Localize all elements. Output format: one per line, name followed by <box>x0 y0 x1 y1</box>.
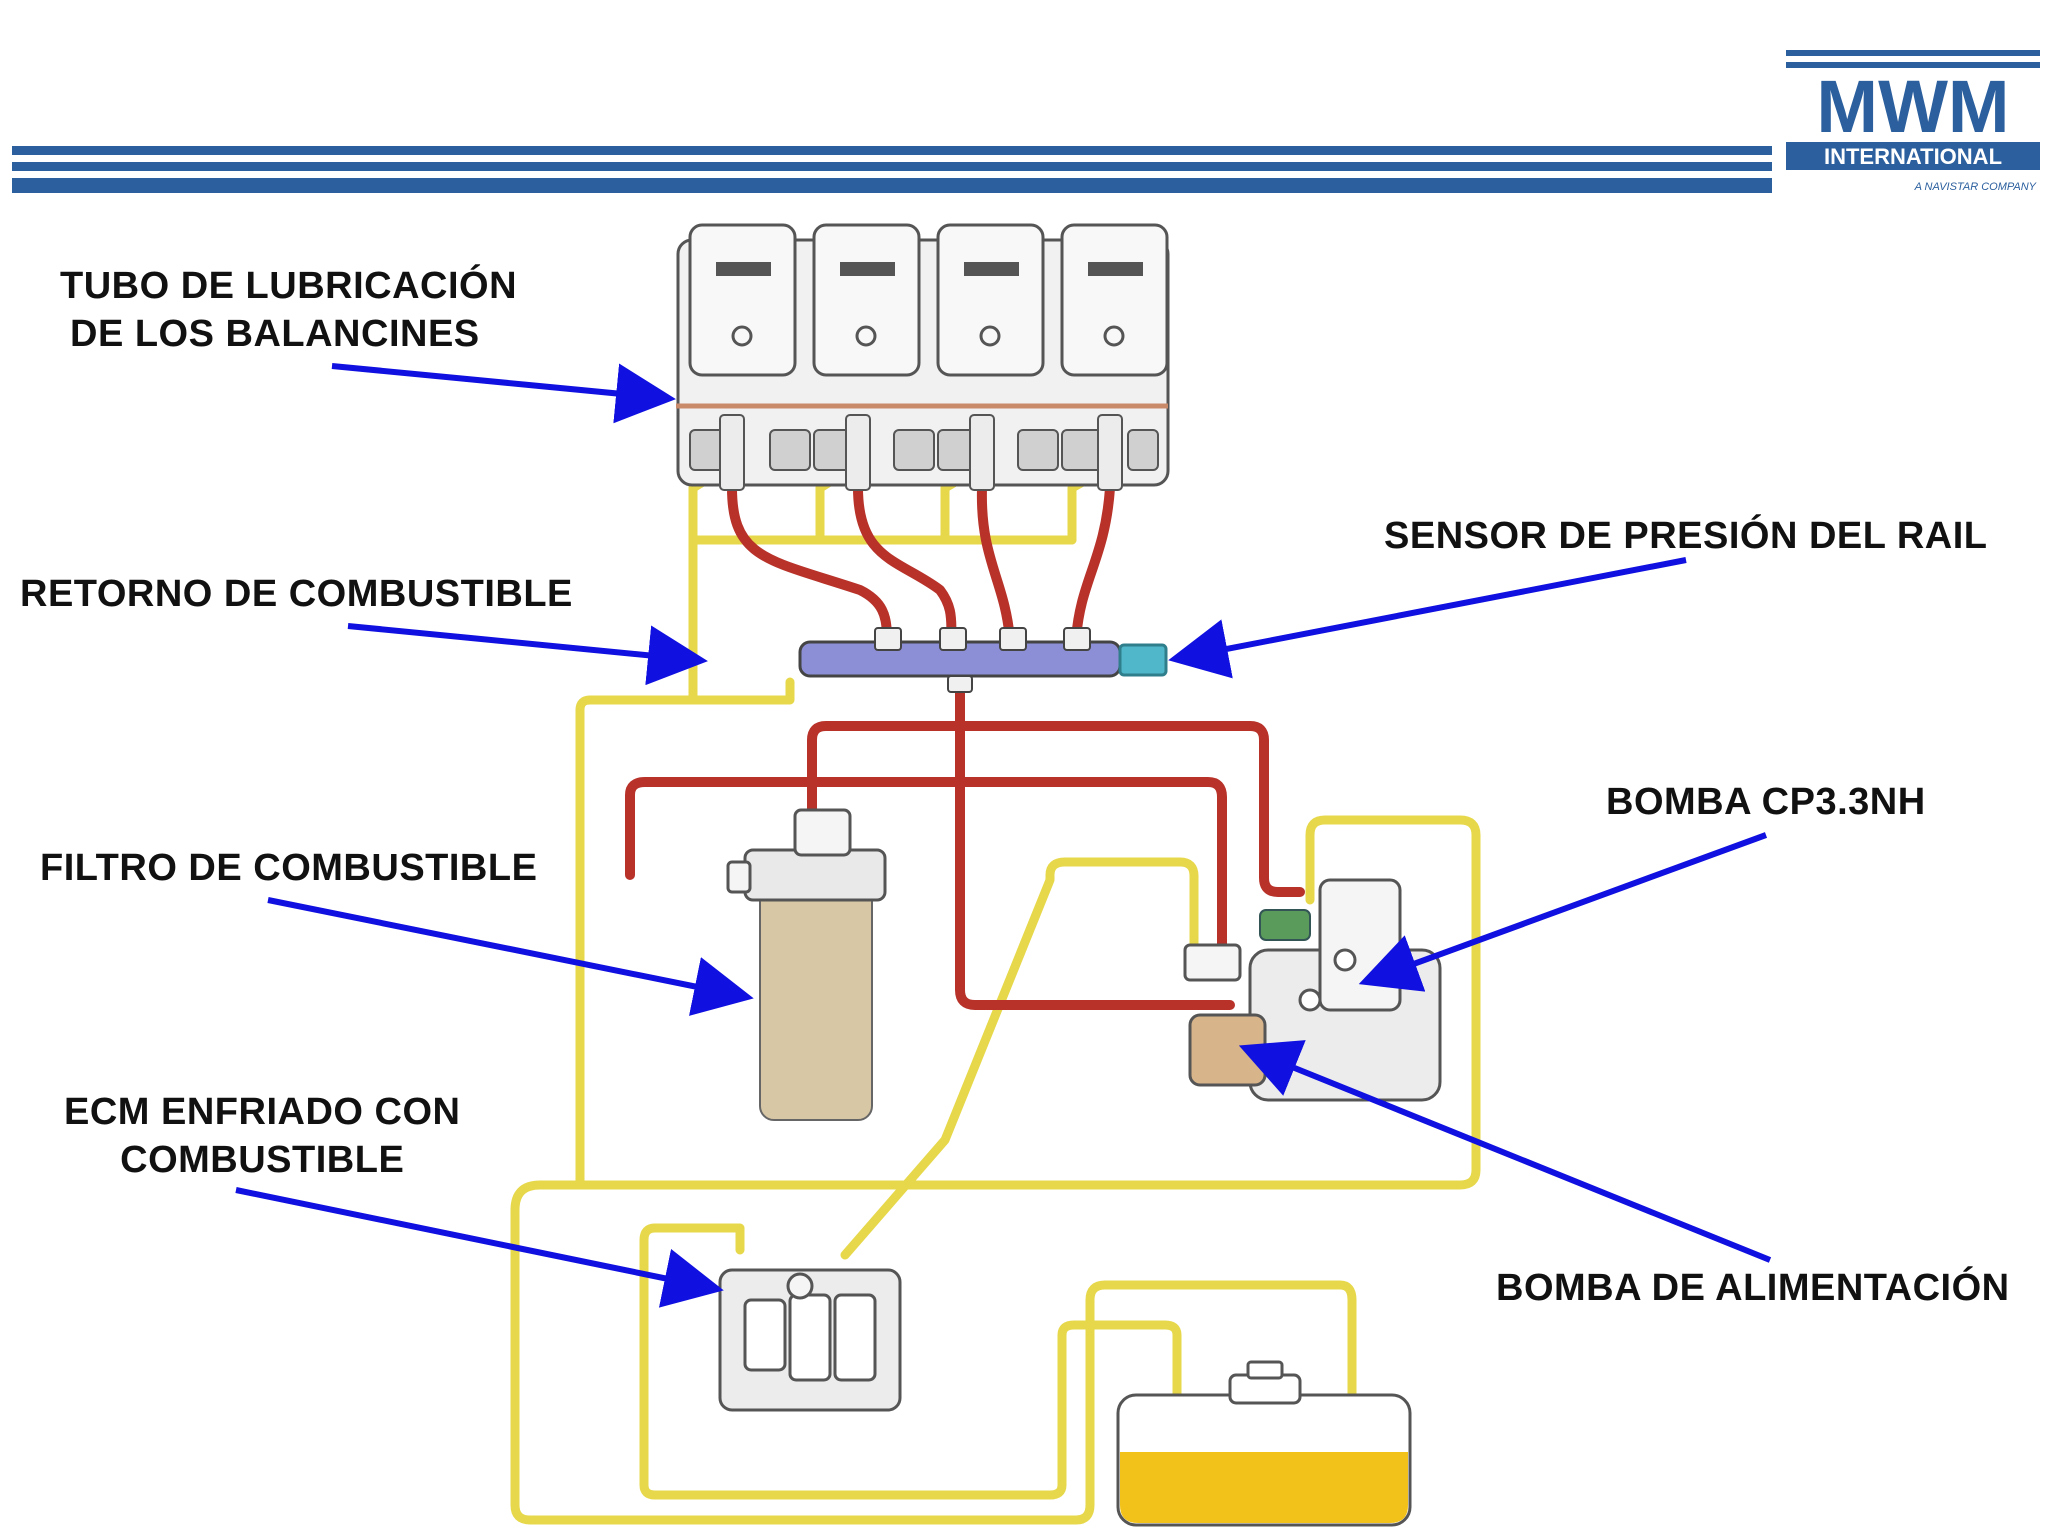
fuel-filter <box>726 808 887 1121</box>
header-stripes <box>12 146 1772 193</box>
cylinder-head-assembly <box>676 223 1170 491</box>
arrow-pump <box>1358 832 1768 992</box>
arrow-ecm <box>235 1187 724 1308</box>
label-lubrication-tube-line1: TUBO DE LUBRICACIÓN <box>60 265 518 307</box>
arrow-fuel-return <box>347 623 708 686</box>
common-rail <box>798 627 1168 693</box>
ecm <box>718 1268 902 1412</box>
high-pressure-lines <box>625 483 1305 1010</box>
rail-pressure-sensor <box>1118 643 1168 677</box>
label-lubrication-tube-line2: DE LOS BALANCINES <box>70 313 480 355</box>
logo-brand: MWM <box>1816 65 2009 148</box>
callout-arrows <box>235 363 1772 1308</box>
fuel-tank <box>1116 1360 1412 1527</box>
label-lubrication-tube: TUBO DE LUBRICACIÓN DE LOS BALANCINES <box>60 262 517 358</box>
arrow-feed-pump <box>1238 1040 1772 1263</box>
logo-sub: INTERNATIONAL <box>1824 144 2002 169</box>
label-ecm: ECM ENFRIADO CON COMBUSTIBLE <box>64 1088 460 1184</box>
arrow-rail-sensor <box>1168 557 1687 679</box>
low-pressure-lines <box>510 465 1481 1525</box>
label-feed-pump: BOMBA DE ALIMENTACIÓN <box>1496 1267 2010 1309</box>
logo-tagline: A NAVISTAR COMPANY <box>1914 181 2037 193</box>
label-fuel-filter: FILTRO DE COMBUSTIBLE <box>40 847 538 889</box>
label-pump: BOMBA CP3.3NH <box>1606 781 1926 823</box>
arrow-fuel-filter <box>267 897 754 1016</box>
arrow-lubrication-tube <box>331 363 676 424</box>
label-fuel-return: RETORNO DE COMBUSTIBLE <box>20 573 573 615</box>
label-rail-pressure-sensor: SENSOR DE PRESIÓN DEL RAIL <box>1384 515 1988 557</box>
label-ecm-line2: COMBUSTIBLE <box>120 1139 405 1181</box>
mwm-logo: MWM INTERNATIONAL A NAVISTAR COMPANY <box>1786 50 2040 193</box>
label-ecm-line1: ECM ENFRIADO CON <box>64 1091 461 1133</box>
